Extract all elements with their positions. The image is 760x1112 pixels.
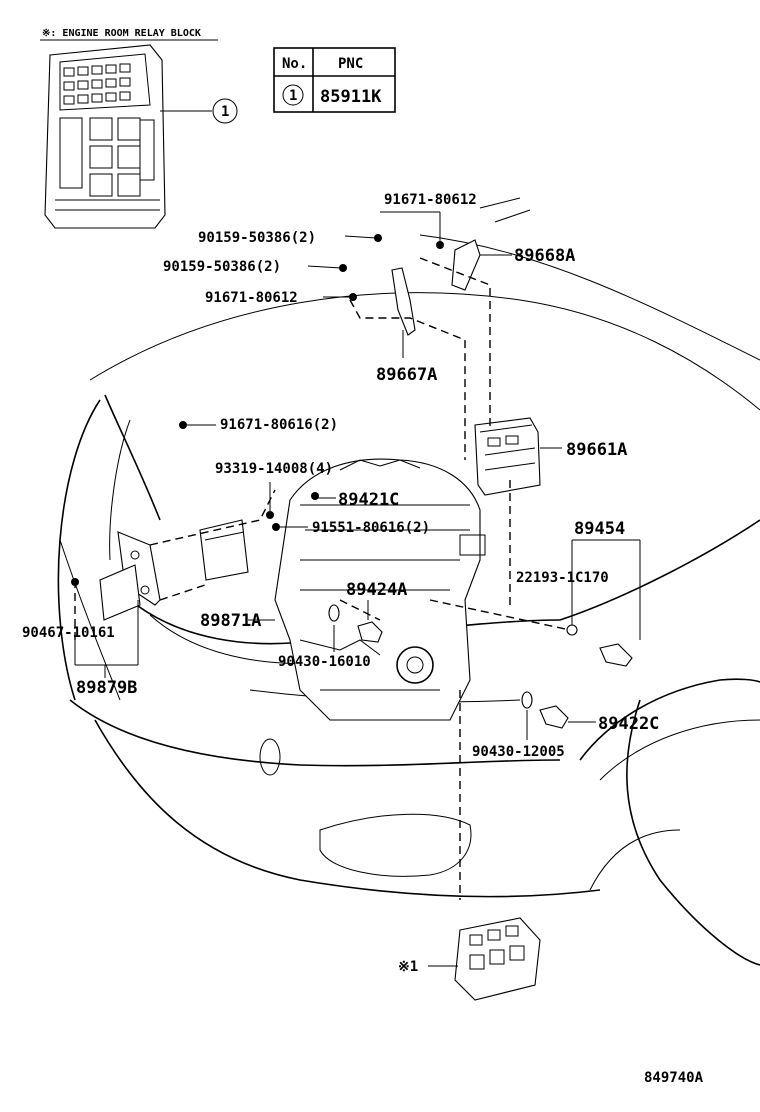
label-89667A: 89667A	[376, 365, 437, 385]
vehicle-body-outline	[57, 197, 760, 966]
label-89454: 89454	[574, 519, 625, 539]
label-90430-12005: 90430-12005	[472, 744, 565, 760]
table-header-no: No.	[282, 56, 307, 72]
relay-block-small	[428, 917, 541, 1001]
label-89879B: 89879B	[76, 678, 137, 698]
callout-relay-block-ref: 1	[221, 104, 229, 120]
label-91551-80616: 91551-80616(2)	[312, 520, 430, 536]
label-90430-16010: 90430-16010	[278, 654, 371, 670]
label-89422C: 89422C	[598, 714, 659, 734]
label-89871A: 89871A	[200, 611, 261, 631]
label-91671-80612-top: 91671-80612	[384, 192, 477, 208]
label-89424A: 89424A	[346, 580, 407, 600]
label-relay-block-star: ※1	[398, 959, 418, 975]
label-91671-80612-left: 91671-80612	[205, 290, 298, 306]
label-90159-50386-b: 90159-50386(2)	[163, 259, 281, 275]
table-header-pnc: PNC	[338, 56, 363, 72]
ecm-assembly	[349, 239, 541, 610]
leader-lines	[74, 211, 641, 740]
label-22193-1C170: 22193-1C170	[516, 570, 609, 586]
header-note: ※: ENGINE ROOM RELAY BLOCK	[42, 28, 201, 39]
table-row-no: 1	[289, 88, 297, 104]
label-93319-14008: 93319-14008(4)	[215, 461, 333, 477]
sensor-parts	[328, 599, 633, 900]
relay-block-illustration: 1	[44, 44, 238, 229]
label-90159-50386-a: 90159-50386(2)	[198, 230, 316, 246]
label-90467-10161: 90467-10161	[22, 625, 115, 641]
label-89421C: 89421C	[338, 490, 399, 510]
sub-ecu-assembly	[74, 489, 276, 640]
label-91671-80616: 91671-80616(2)	[220, 417, 338, 433]
label-89668A: 89668A	[514, 246, 575, 266]
engine-illustration	[274, 458, 486, 721]
table-row-pnc: 85911K	[320, 87, 382, 107]
pnc-table: No. PNC 1 85911K	[273, 47, 396, 113]
label-89661A: 89661A	[566, 440, 627, 460]
figure-id: 849740A	[644, 1070, 704, 1086]
